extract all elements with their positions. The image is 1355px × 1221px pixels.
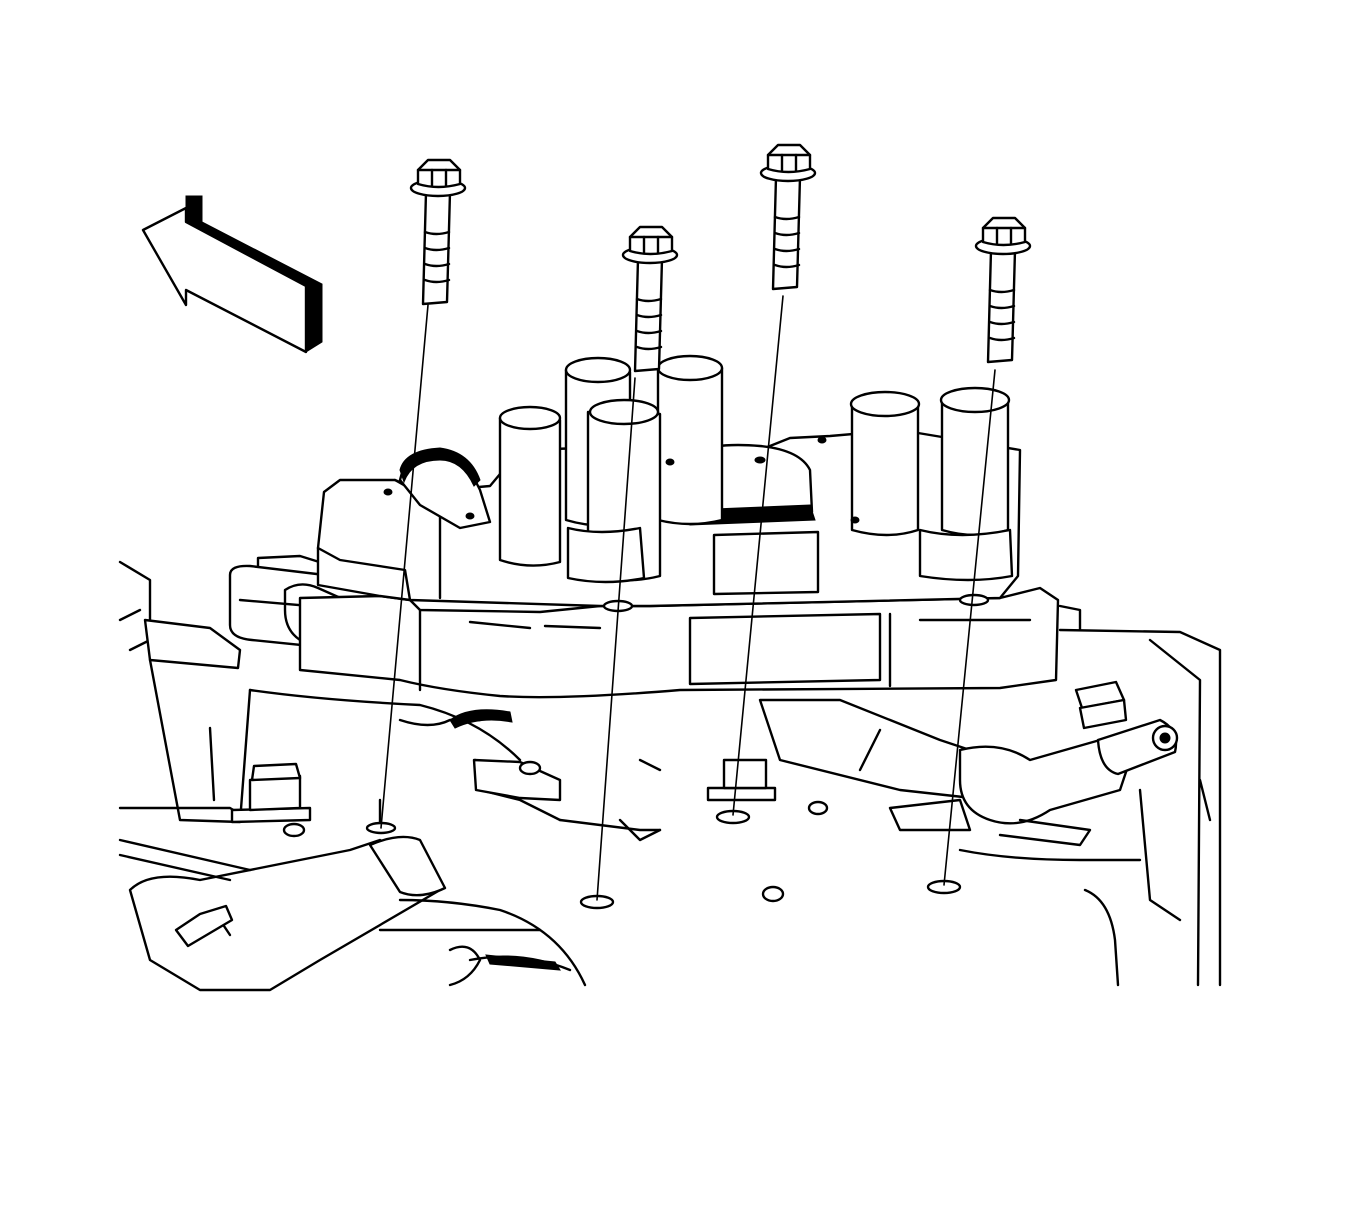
coil-tower [939, 386, 1011, 537]
bolt-icon [409, 158, 467, 306]
front-direction-arrow-icon [141, 195, 323, 354]
background-bolt-center [706, 758, 777, 802]
bolt-alignment-lines [380, 295, 996, 901]
coil-tower [498, 405, 562, 567]
coil-tower [849, 390, 921, 537]
bolt-icon [621, 225, 679, 373]
coil-tower [656, 354, 724, 526]
background-bolt-right [1074, 680, 1128, 730]
background-bolt-left [230, 762, 312, 824]
bolt-icon [759, 143, 817, 291]
bolt-icon [974, 216, 1032, 364]
ignition-coil-pack [298, 354, 1060, 699]
engine-background [118, 560, 1222, 992]
